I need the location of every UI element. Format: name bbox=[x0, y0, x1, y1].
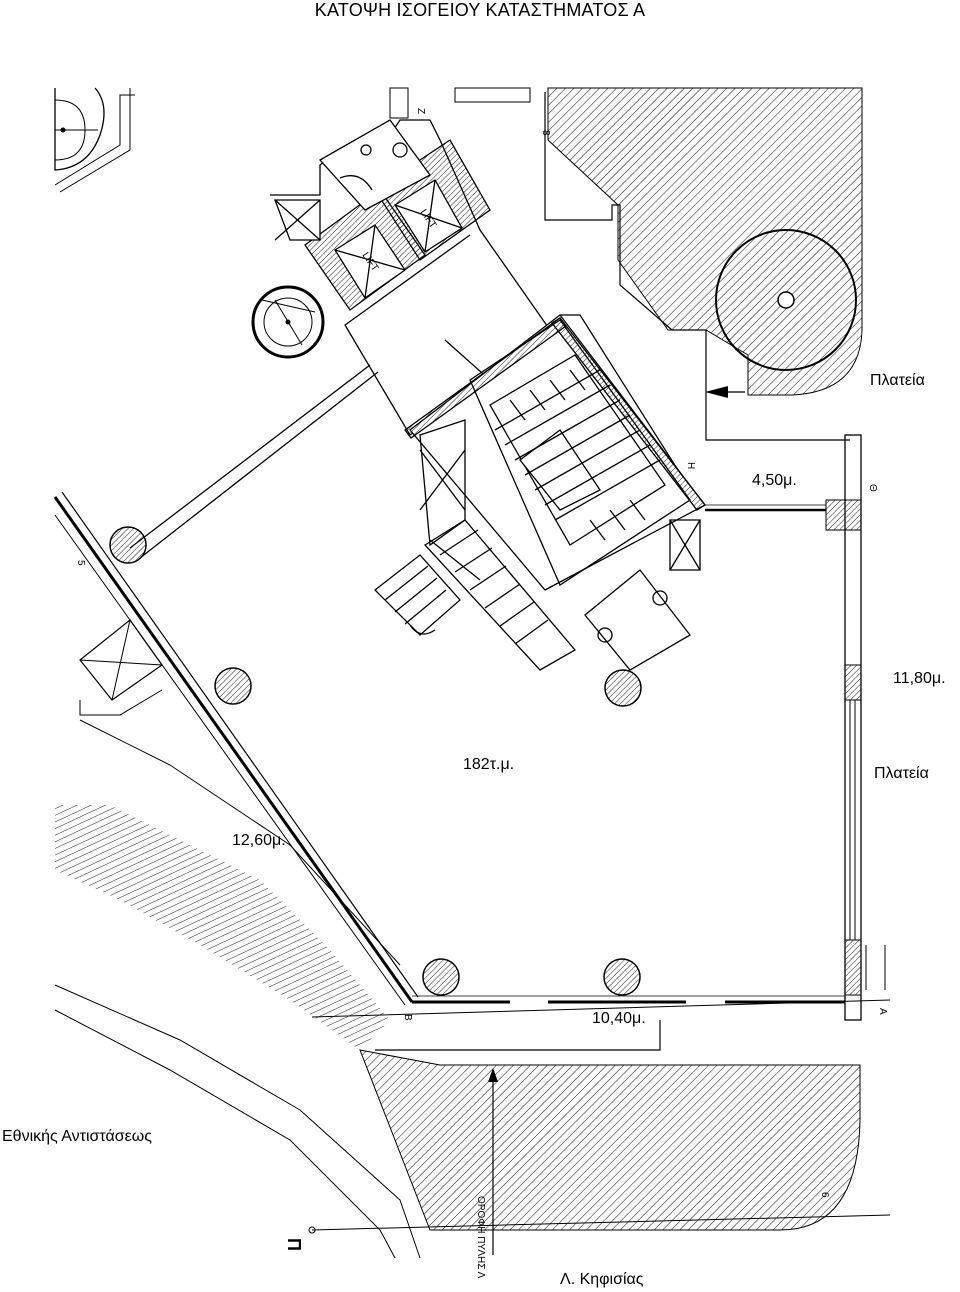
column bbox=[422, 958, 460, 996]
grid-marks: Ζ 8 Η Θ 5 Β Α 6 LIFT LIFT ΟΡΟΦΗ ΠΥΛΗΣ Λ … bbox=[75, 108, 888, 1279]
drawing-title: ΚΑΤΟΨΗ ΙΣΟΓΕΙΟΥ ΚΑΤΑΣΤΗΜΑΤΟΣ Α bbox=[314, 0, 646, 20]
road-note: ΟΡΟΦΗ ΠΥΛΗΣ Λ bbox=[475, 1196, 486, 1279]
hatched-neighbour-top-right bbox=[544, 87, 863, 441]
core-lifts-stairs bbox=[270, 119, 706, 671]
label-dimension-4-50: 4,50μ. bbox=[752, 472, 797, 489]
label-dimension-10-40: 10,40μ. bbox=[592, 1010, 646, 1027]
grid-mark: Η bbox=[685, 462, 696, 469]
grid-mark: Ζ bbox=[415, 108, 426, 114]
label-square-right: Πλατεία bbox=[874, 765, 929, 782]
grid-mark: 6 bbox=[819, 1192, 830, 1198]
label-dimension-11-80: 11,80μ. bbox=[893, 670, 946, 687]
grid-mark: Θ bbox=[867, 484, 878, 492]
grid-mark: Β bbox=[402, 1014, 413, 1021]
column bbox=[603, 958, 641, 996]
hatched-pavement-left bbox=[54, 719, 421, 1259]
neighbour-top-left bbox=[54, 87, 531, 193]
label-street-ethnikis-antistaseos: Εθνικής Αντιστάσεως bbox=[2, 1128, 152, 1145]
grid-mark: 8 bbox=[540, 130, 551, 136]
label-street-kifisias: Λ. Κηφισίας bbox=[560, 1271, 644, 1288]
label-square-top: Πλατεία bbox=[870, 372, 925, 389]
label-dimension-12-60: 12,60μ. bbox=[232, 832, 286, 849]
column bbox=[214, 667, 252, 705]
column-symbol-top bbox=[251, 285, 325, 359]
label-area: 182τ.μ. bbox=[463, 756, 515, 773]
section-mark: Π bbox=[284, 1238, 304, 1251]
hatched-pavement-bottom bbox=[308, 999, 891, 1255]
grid-mark: 5 bbox=[75, 560, 86, 566]
columns bbox=[109, 526, 642, 996]
column bbox=[604, 669, 642, 707]
column bbox=[109, 526, 147, 564]
shop-perimeter bbox=[53, 364, 886, 1021]
grid-mark: Α bbox=[877, 1008, 888, 1015]
